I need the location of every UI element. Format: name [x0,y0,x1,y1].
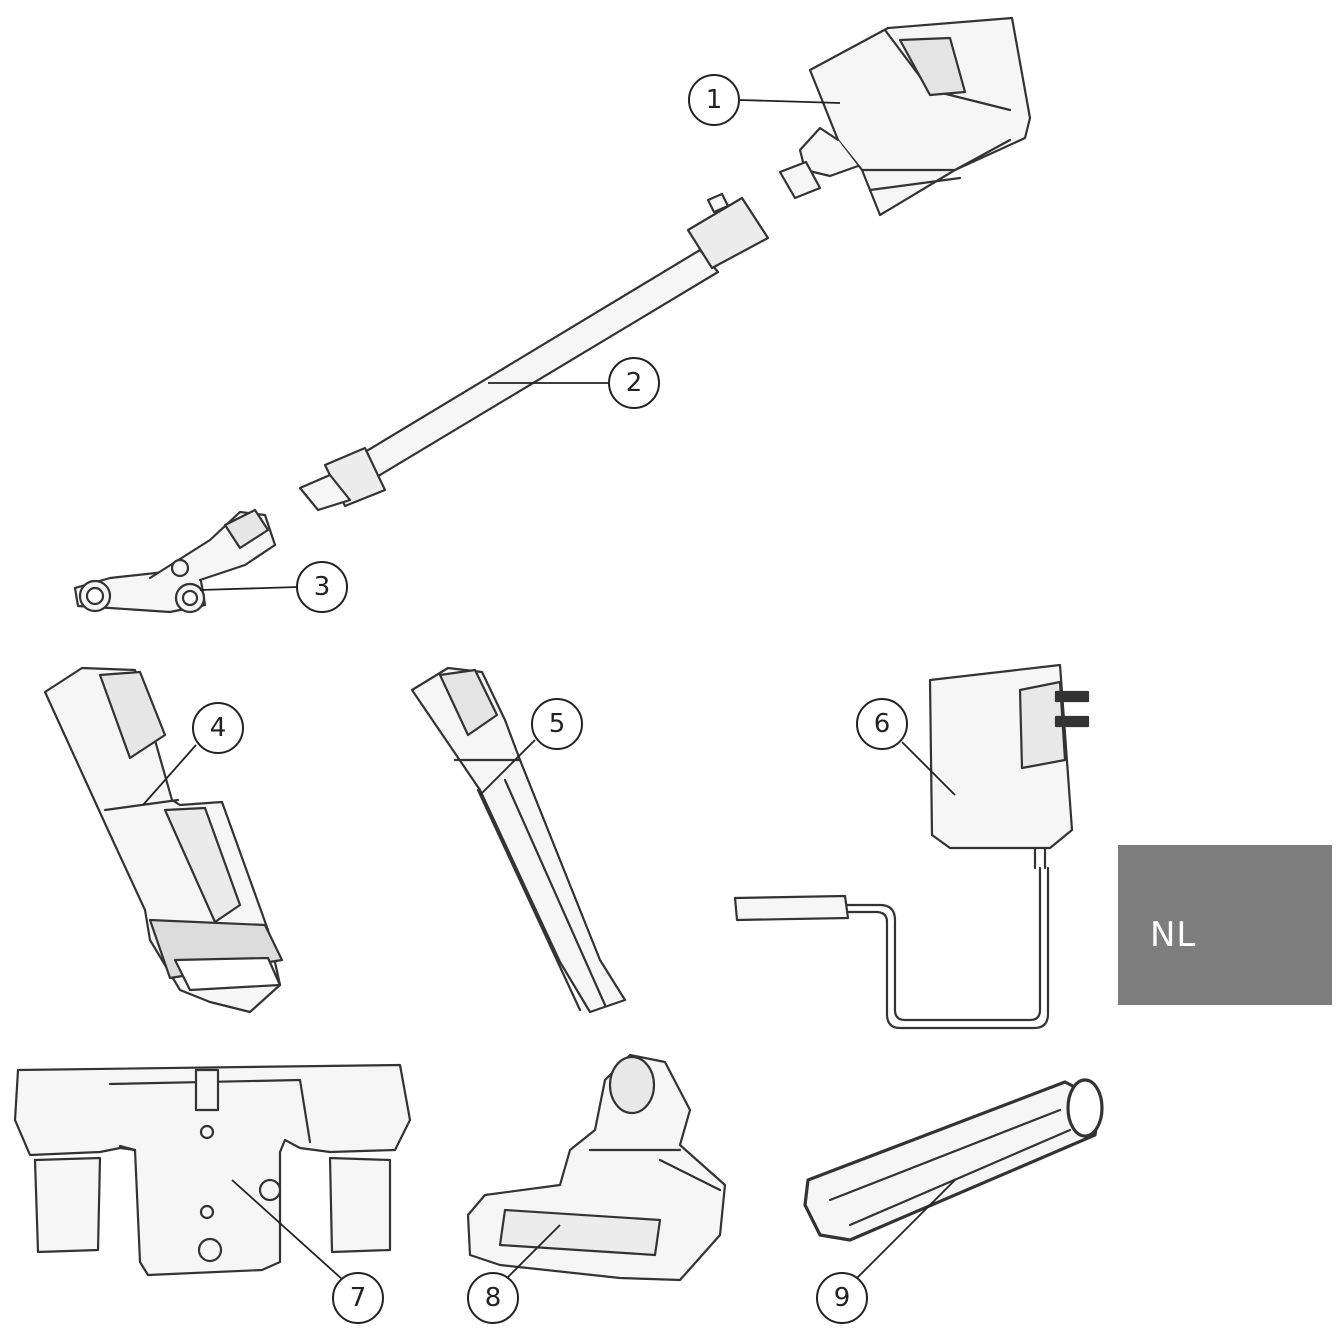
callout-circle-3 [296,561,348,613]
callout-circle-9 [816,1272,868,1324]
callout-circle-6 [856,698,908,750]
brush-tool-drawing [43,666,284,1014]
callout-number-7: 7 [350,1283,367,1313]
callout-circle-2 [608,357,660,409]
callout-circle-5 [531,698,583,750]
charger-drawing [733,663,1090,1030]
callout-number-6: 6 [874,709,891,739]
wall-mount-drawing [13,1063,412,1277]
hose-drawing [410,666,627,1014]
leader-lines [142,99,956,1281]
callout-number-9: 9 [834,1283,851,1313]
floor-brush-drawing [73,508,277,614]
callout-circle-8 [467,1272,519,1324]
callout-number-5: 5 [549,709,566,739]
callout-number-4: 4 [210,713,227,743]
callout-circle-4 [192,702,244,754]
mini-turbo-tool-drawing [466,1053,727,1282]
main-unit-drawing [778,16,1032,217]
language-tab-label: NL [1150,915,1197,955]
callout-circle-7 [332,1272,384,1324]
callout-number-3: 3 [314,572,331,602]
language-tab: NL [1118,845,1332,1005]
callout-number-1: 1 [706,85,723,115]
callout-number-2: 2 [626,368,643,398]
brush-roll-drawing [803,1078,1104,1242]
extension-tube-drawing [298,192,770,512]
callout-number-8: 8 [485,1283,502,1313]
callout-circle-1 [688,74,740,126]
